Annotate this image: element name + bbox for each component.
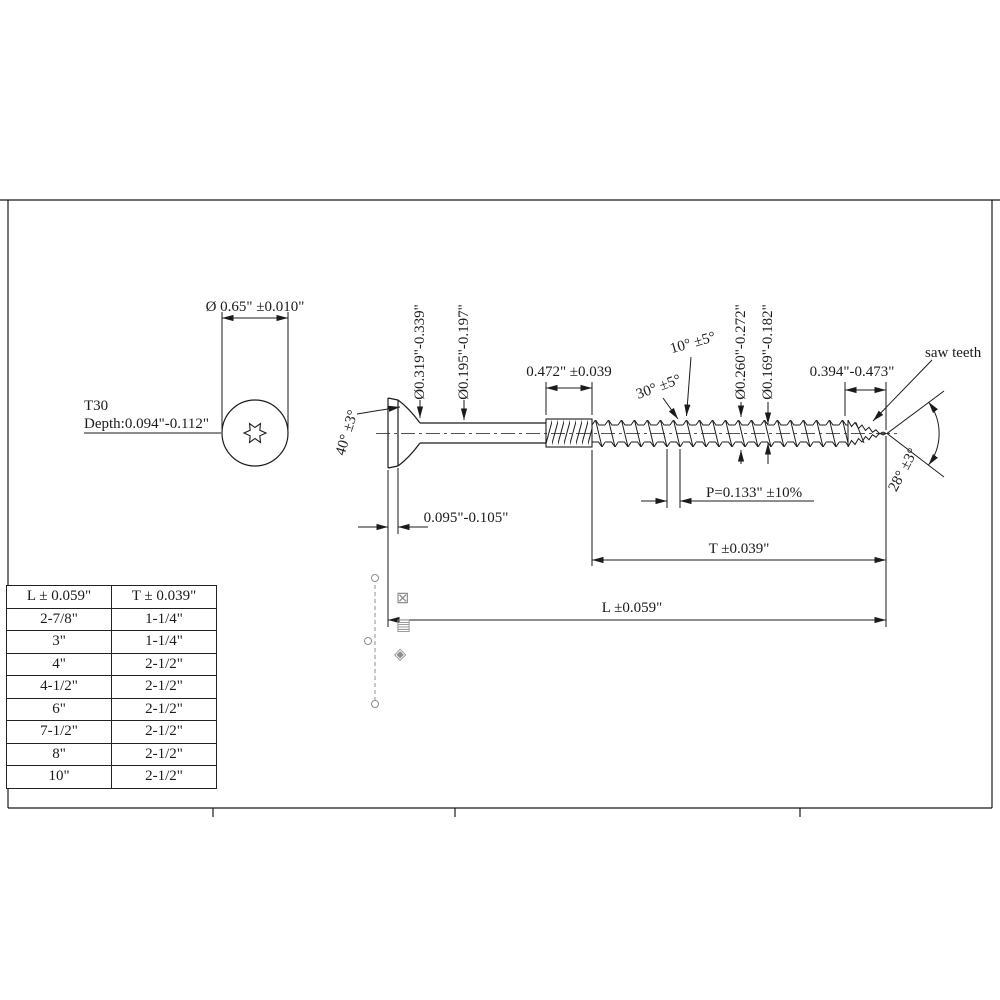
- thread-section: [592, 420, 848, 447]
- table-row: 10" 2-1/2": [6, 765, 217, 789]
- size-table: L ± 0.059" T ± 0.039" 2-7/8" 1-1/4" 3" 1…: [6, 585, 217, 789]
- sheet-frame: [0, 199, 1000, 817]
- flank-angle-top-label: 10° ±5°: [668, 329, 717, 357]
- size-table-header-L: L ± 0.059": [6, 585, 112, 609]
- shank-dia-label: Ø0.195"-0.197": [456, 304, 472, 400]
- overall-length-label: L ±0.059": [602, 600, 662, 616]
- table-row: 4-1/2" 2-1/2": [6, 675, 217, 699]
- image-stamp-icon: ⊠: [396, 588, 410, 607]
- pitch-label: P=0.133" ±10%: [706, 485, 802, 501]
- screw-side-view: [376, 397, 898, 469]
- dimension-lines: [356, 356, 945, 627]
- revision-mark-line: [364, 574, 379, 708]
- saw-teeth-label: saw teeth: [925, 345, 982, 361]
- size-table-header-row: L ± 0.059" T ± 0.039": [6, 585, 217, 609]
- note-stamp-icon: ▤: [396, 615, 412, 634]
- table-row: 4" 2-1/2": [6, 652, 217, 676]
- knurl-section: [545, 418, 593, 448]
- size-table-header-T: T ± 0.039": [111, 585, 217, 609]
- table-row: 3" 1-1/4": [6, 630, 217, 654]
- thread-major-dia-label: Ø0.260"-0.272": [733, 304, 749, 400]
- knurl-length-label: 0.472" ±0.039: [526, 364, 612, 380]
- head-dia-dimension: [221, 312, 289, 429]
- tip-angle-label: 28° ±3°: [885, 446, 921, 495]
- thread-root-dia-label: Ø0.169"-0.182": [760, 304, 776, 400]
- head-height-label: 0.095"-0.105": [424, 510, 509, 526]
- screw-shank: [420, 422, 546, 444]
- table-row: 2-7/8" 1-1/4": [6, 607, 217, 631]
- head-angle-label: 40° ±3°: [333, 408, 362, 457]
- head-dia-label: Ø 0.65" ±0.010": [206, 299, 305, 315]
- table-row: 7-1/2" 2-1/2": [6, 720, 217, 744]
- torx-recess: [242, 422, 268, 444]
- drive-type-label: T30: [84, 398, 108, 414]
- drive-depth-label: Depth:0.094"-0.112": [84, 416, 209, 432]
- thread-length-label: T ±0.039": [709, 541, 770, 557]
- table-row: 8" 2-1/2": [6, 742, 217, 766]
- head-outline: [221, 399, 289, 467]
- tip-length-label: 0.394"-0.473": [810, 364, 895, 380]
- saw-tooth-tip: [847, 419, 887, 448]
- table-row: 6" 2-1/2": [6, 697, 217, 721]
- shoulder-dia-label: Ø0.319"-0.339": [412, 304, 428, 400]
- diamond-stamp-icon: ◈: [394, 644, 407, 663]
- flank-angle-bottom-label: 30° ±5°: [634, 372, 683, 403]
- head-top-view: [221, 399, 289, 467]
